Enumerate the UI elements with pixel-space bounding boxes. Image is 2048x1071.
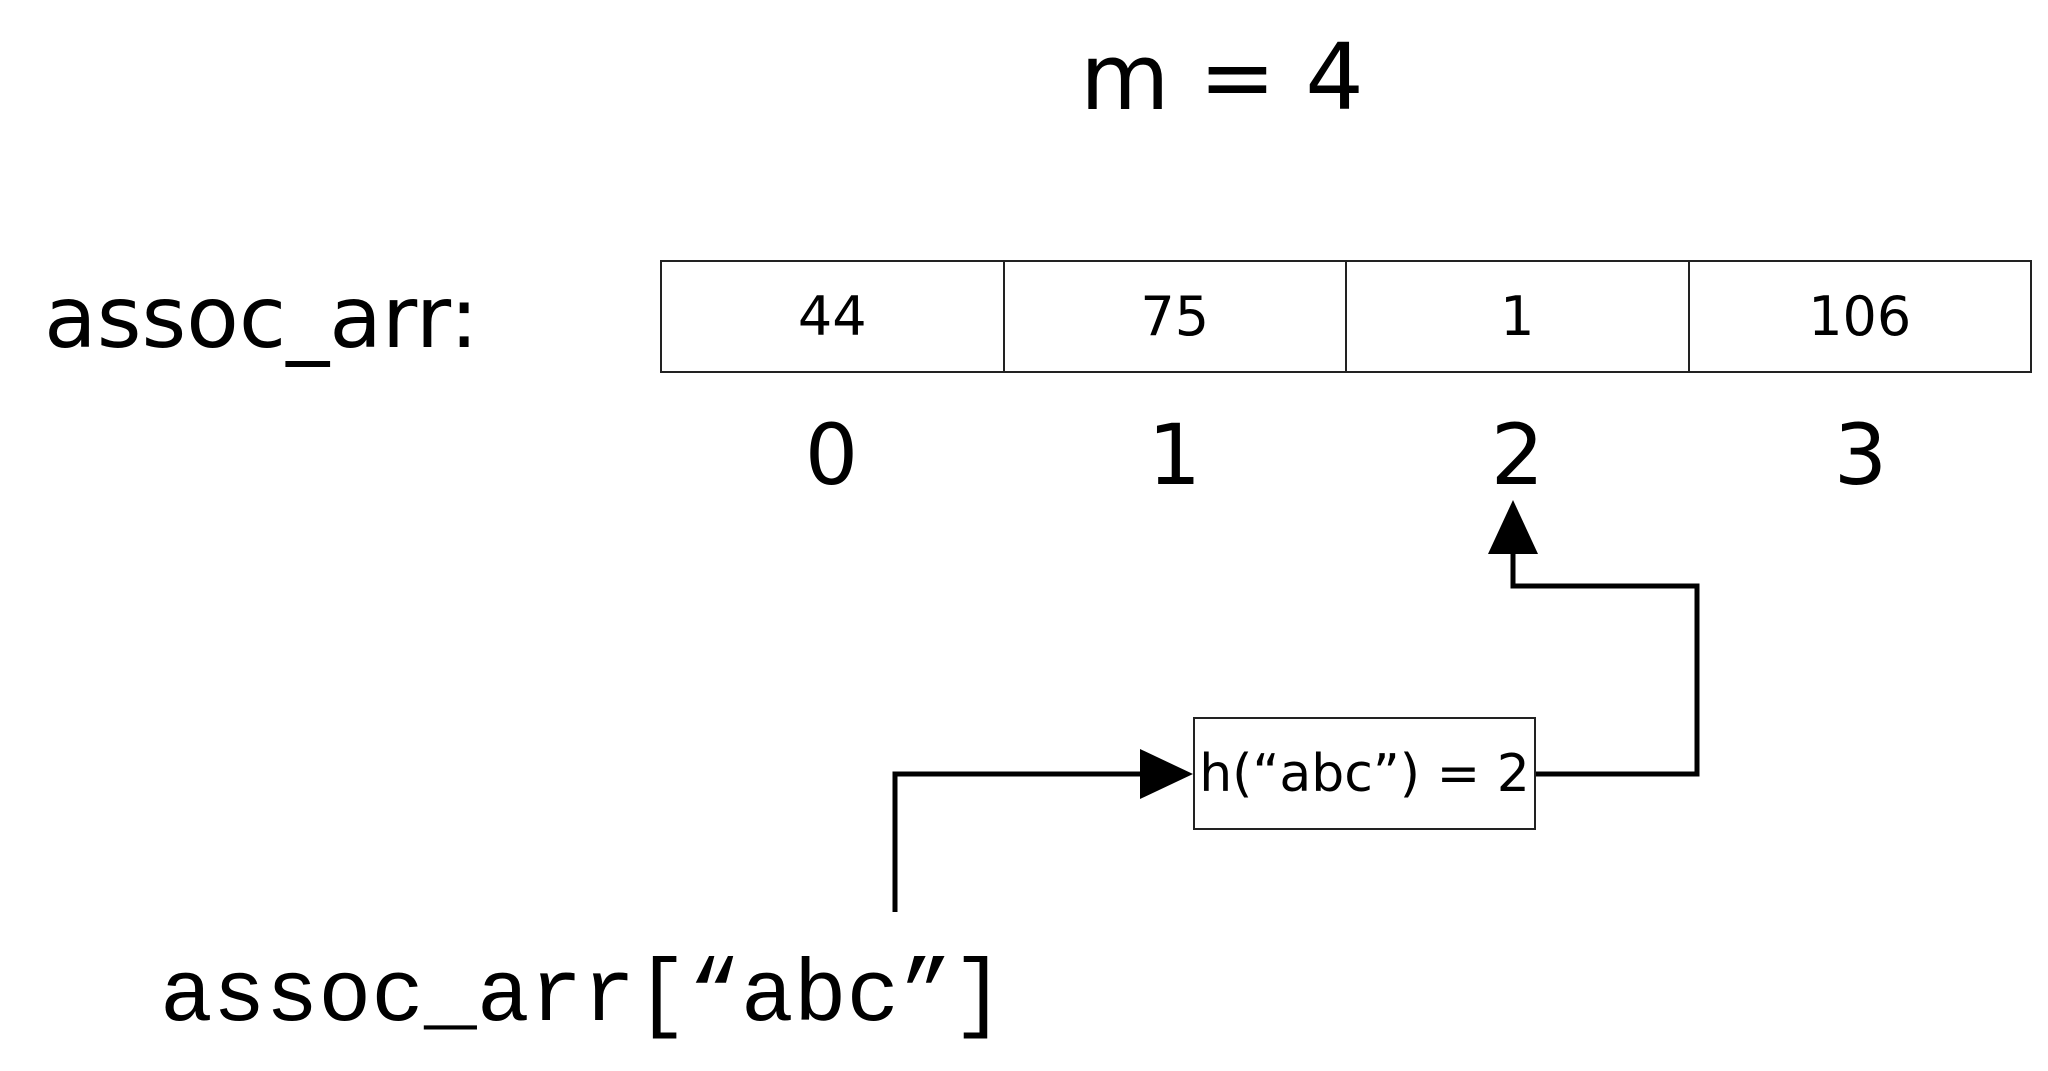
hash-array: 44 75 1 106 (660, 260, 2032, 373)
array-indices: 0 1 2 3 (660, 400, 2032, 510)
arrow-to-index (1510, 550, 1700, 777)
hash-function-box: h(“abc”) = 2 (1193, 717, 1536, 830)
diagram-title: m = 4 (1080, 24, 1364, 131)
array-label: assoc_arr: (44, 268, 479, 368)
array-cell: 106 (1808, 285, 1912, 348)
arrowhead-right (1140, 749, 1193, 799)
array-index: 3 (1833, 406, 1888, 504)
array-cell: 75 (1005, 262, 1347, 371)
arrow-to-hash-function (892, 771, 1150, 912)
array-index: 0 (804, 406, 859, 504)
array-index: 1 (1147, 406, 1202, 504)
array-cell: 1 (1347, 262, 1690, 371)
access-expression: assoc_arr[“abc”] (160, 948, 1005, 1047)
array-index: 2 (1490, 406, 1545, 504)
array-cell: 44 (662, 262, 1005, 371)
